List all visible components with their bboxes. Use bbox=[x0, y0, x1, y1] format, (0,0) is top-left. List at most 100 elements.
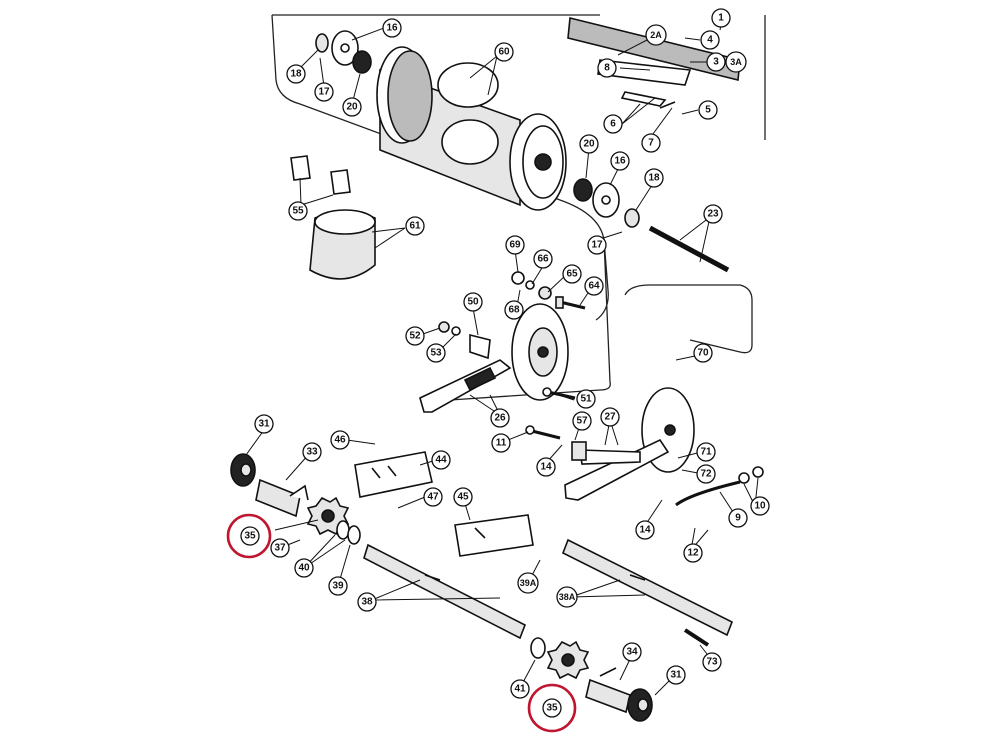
callout-17-top: 17 bbox=[314, 82, 334, 102]
svg-text:3: 3 bbox=[713, 57, 719, 68]
svg-text:5: 5 bbox=[705, 105, 711, 116]
svg-text:20: 20 bbox=[583, 139, 595, 150]
bearing-18-top bbox=[315, 33, 329, 53]
svg-text:37: 37 bbox=[274, 543, 286, 554]
callout-38a: 38A bbox=[556, 586, 578, 608]
svg-text:17: 17 bbox=[591, 240, 603, 251]
svg-text:18: 18 bbox=[290, 69, 302, 80]
svg-text:10: 10 bbox=[754, 501, 766, 512]
callout-70: 70 bbox=[693, 343, 713, 363]
callout-18-top: 18 bbox=[286, 64, 306, 84]
svg-text:47: 47 bbox=[427, 492, 439, 503]
svg-text:51: 51 bbox=[580, 394, 592, 405]
svg-text:64: 64 bbox=[588, 281, 600, 292]
svg-text:9: 9 bbox=[735, 513, 741, 524]
callout-46: 46 bbox=[330, 430, 350, 450]
svg-text:26: 26 bbox=[494, 413, 506, 424]
bolt-11 bbox=[525, 425, 561, 440]
callout-66: 66 bbox=[533, 249, 553, 269]
sprocket-35-right bbox=[546, 640, 590, 680]
svg-text:7: 7 bbox=[648, 138, 654, 149]
callout-2a: 2A bbox=[645, 24, 667, 46]
callout-50: 50 bbox=[463, 292, 483, 312]
svg-text:27: 27 bbox=[604, 412, 616, 423]
svg-text:44: 44 bbox=[435, 455, 447, 466]
bearing-20-right bbox=[573, 178, 593, 202]
svg-text:52: 52 bbox=[409, 331, 421, 342]
svg-text:14: 14 bbox=[540, 462, 552, 473]
callout-10: 10 bbox=[750, 496, 770, 516]
callout-57: 57 bbox=[572, 411, 592, 431]
svg-text:16: 16 bbox=[386, 23, 398, 34]
callout-64: 64 bbox=[584, 276, 604, 296]
callout-7: 7 bbox=[641, 133, 661, 153]
svg-text:39A: 39A bbox=[520, 578, 537, 588]
svg-text:72: 72 bbox=[700, 469, 712, 480]
svg-text:23: 23 bbox=[707, 209, 719, 220]
svg-text:18: 18 bbox=[648, 173, 660, 184]
plates-55 bbox=[290, 155, 351, 195]
svg-text:31: 31 bbox=[670, 670, 682, 681]
callout-23: 23 bbox=[703, 204, 723, 224]
svg-text:16: 16 bbox=[614, 156, 626, 167]
svg-text:6: 6 bbox=[610, 119, 616, 130]
nut-52-53 bbox=[438, 321, 461, 336]
callout-69: 69 bbox=[505, 235, 525, 255]
callout-51: 51 bbox=[576, 389, 596, 409]
callout-1: 1 bbox=[711, 8, 731, 28]
svg-text:12: 12 bbox=[687, 548, 699, 559]
svg-text:35: 35 bbox=[546, 703, 558, 714]
wheel-31-left bbox=[230, 453, 256, 487]
callout-4: 4 bbox=[700, 30, 720, 50]
bolt-64 bbox=[555, 296, 586, 310]
svg-text:17: 17 bbox=[318, 87, 330, 98]
svg-text:3A: 3A bbox=[730, 57, 742, 67]
shaft-38 bbox=[363, 543, 527, 640]
callout-52: 52 bbox=[405, 326, 425, 346]
drum-part-60 bbox=[376, 46, 567, 211]
callout-18-right: 18 bbox=[644, 168, 664, 188]
bearing-18-right bbox=[624, 208, 640, 228]
callout-39a: 39A bbox=[517, 572, 539, 594]
plate-45 bbox=[454, 514, 534, 557]
callout-34: 34 bbox=[622, 642, 642, 662]
callout-53: 53 bbox=[426, 343, 446, 363]
washer-41 bbox=[530, 637, 546, 659]
svg-text:55: 55 bbox=[292, 206, 304, 217]
svg-text:38A: 38A bbox=[559, 592, 576, 602]
washers-65-69 bbox=[511, 271, 552, 300]
chain-part-1 bbox=[567, 17, 741, 109]
callout-39: 39 bbox=[328, 576, 348, 596]
pin-23 bbox=[648, 225, 730, 273]
svg-text:66: 66 bbox=[537, 254, 549, 265]
callout-9: 9 bbox=[728, 508, 748, 528]
callout-47: 47 bbox=[423, 487, 443, 507]
svg-text:45: 45 bbox=[457, 492, 469, 503]
callout-37: 37 bbox=[270, 538, 290, 558]
shaft-34 bbox=[585, 667, 631, 714]
idler-wheel bbox=[511, 303, 569, 401]
callout-35-right: 35 bbox=[542, 698, 562, 718]
callout-61: 61 bbox=[405, 216, 425, 236]
callout-20-top: 20 bbox=[342, 97, 362, 117]
svg-text:14: 14 bbox=[639, 525, 651, 536]
callout-14-upper: 14 bbox=[536, 457, 556, 477]
svg-text:41: 41 bbox=[514, 684, 526, 695]
callout-20-right: 20 bbox=[579, 134, 599, 154]
callout-12: 12 bbox=[683, 543, 703, 563]
callout-71: 71 bbox=[696, 442, 716, 462]
callout-60: 60 bbox=[494, 42, 514, 62]
washers-40 bbox=[336, 520, 361, 545]
bearing-20-top bbox=[352, 50, 372, 74]
callout-72: 72 bbox=[696, 464, 716, 484]
svg-text:69: 69 bbox=[509, 240, 521, 251]
svg-text:31: 31 bbox=[258, 419, 270, 430]
belt-band-61 bbox=[309, 209, 376, 280]
svg-text:11: 11 bbox=[496, 438, 507, 449]
plate-44 bbox=[354, 451, 433, 498]
callout-68: 68 bbox=[504, 300, 524, 320]
svg-text:40: 40 bbox=[298, 563, 310, 574]
callout-14-lower: 14 bbox=[635, 520, 655, 540]
svg-text:53: 53 bbox=[430, 348, 442, 359]
